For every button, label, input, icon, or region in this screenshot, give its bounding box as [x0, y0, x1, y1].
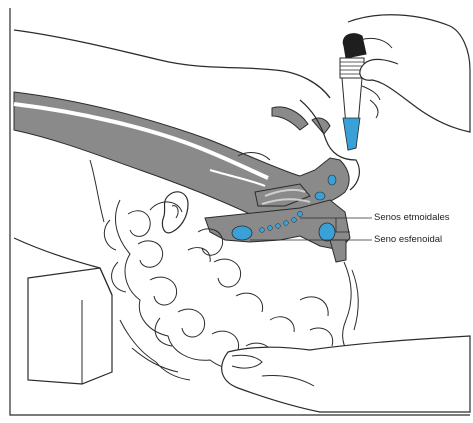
label-seno-esfenoidal: Seno esfenoidal [374, 235, 442, 245]
maxillary-sinus [319, 223, 335, 241]
body-outline [14, 30, 330, 98]
neck-fold [90, 160, 104, 222]
sphenoid-sinus [232, 226, 252, 240]
hand-bottom [222, 336, 470, 412]
bed-block [28, 268, 112, 384]
frontal-sinus [328, 175, 336, 185]
ear [162, 192, 188, 233]
frontal-sinus-drop [315, 192, 325, 200]
label-senos-etmoidales: Senos etmoidales [374, 213, 450, 223]
hand-top [348, 15, 470, 132]
dropper [340, 34, 366, 150]
sagittal-section [14, 92, 350, 262]
back-outline [14, 238, 100, 268]
